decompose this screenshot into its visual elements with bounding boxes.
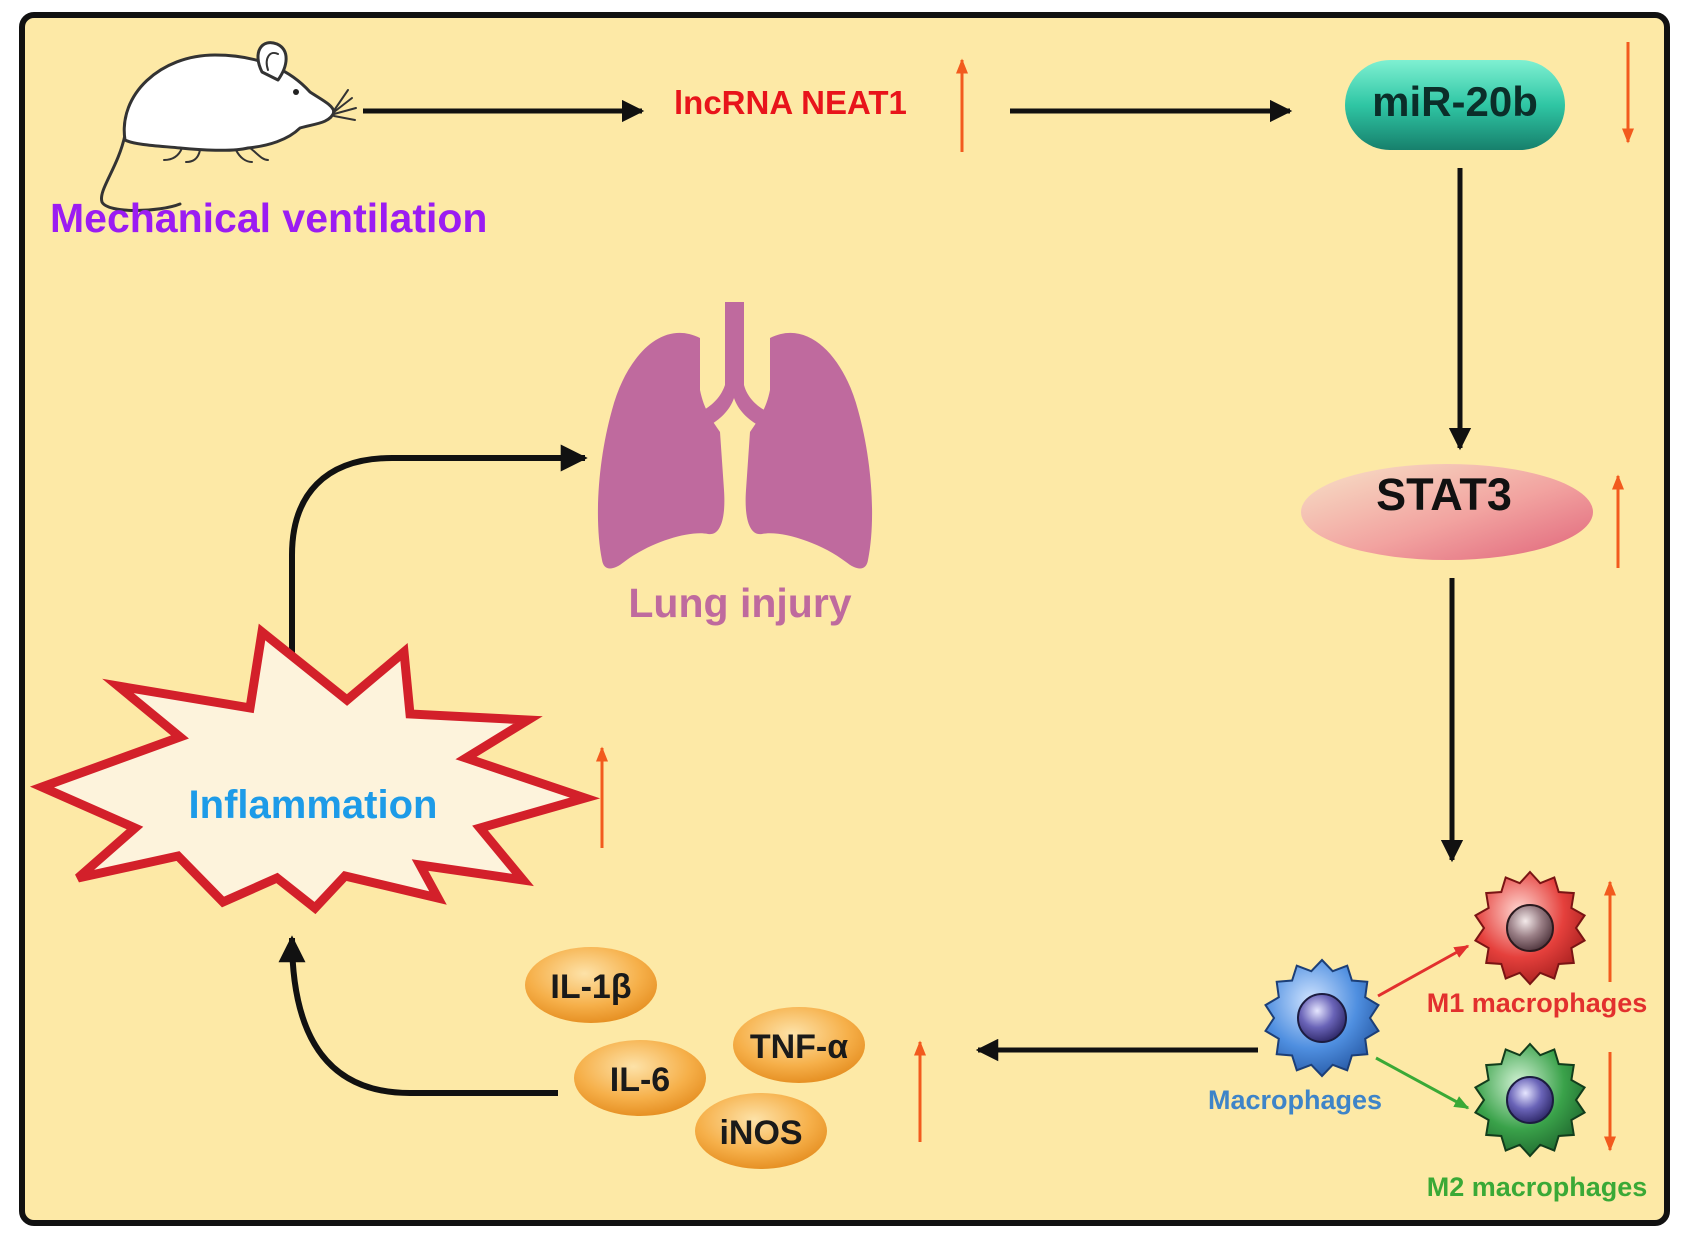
label-inos: iNOS xyxy=(719,1114,802,1152)
cytokine-il6 xyxy=(574,1040,706,1116)
regulation-arrows xyxy=(596,42,1634,1152)
cytokine-group xyxy=(525,947,865,1169)
label-mechanical-ventilation: Mechanical ventilation xyxy=(50,195,487,241)
diagram-panel xyxy=(19,12,1670,1226)
arrow-inflammation-to-lung xyxy=(289,444,588,690)
arrow-cytokines-to-inflammation xyxy=(278,935,558,1096)
lung-icon xyxy=(597,302,873,569)
label-lncrna: lncRNA NEAT1 xyxy=(674,84,907,121)
mirna-pill xyxy=(1345,60,1565,150)
label-macrophages: Macrophages xyxy=(1208,1085,1382,1115)
inflammation-burst xyxy=(29,623,601,915)
flow-arrows xyxy=(278,99,1472,1096)
label-m2-macrophages: M2 macrophages xyxy=(1427,1172,1648,1202)
label-lung-injury: Lung injury xyxy=(628,580,851,626)
label-stat3: STAT3 xyxy=(1376,469,1512,520)
stat3-ellipse xyxy=(1301,464,1593,560)
label-tnfa: TNF-α xyxy=(750,1028,848,1066)
label-il1b: IL-1β xyxy=(550,968,631,1006)
m1-macrophage-cell xyxy=(1473,870,1587,986)
cytokine-inos xyxy=(695,1093,827,1169)
arrow-to-m2 xyxy=(1375,1056,1470,1110)
m2-macrophage-cell xyxy=(1473,1042,1587,1158)
cytokine-tnfa xyxy=(733,1007,865,1083)
label-inflammation: Inflammation xyxy=(189,783,438,827)
label-mirna: miR-20b xyxy=(1372,78,1538,125)
label-il6: IL-6 xyxy=(610,1061,670,1099)
mouse-icon xyxy=(100,41,357,212)
label-m1-macrophages: M1 macrophages xyxy=(1427,988,1648,1018)
cytokine-il1b xyxy=(525,947,657,1023)
macrophage-cell xyxy=(1264,958,1380,1078)
arrow-to-m1 xyxy=(1377,944,1470,998)
